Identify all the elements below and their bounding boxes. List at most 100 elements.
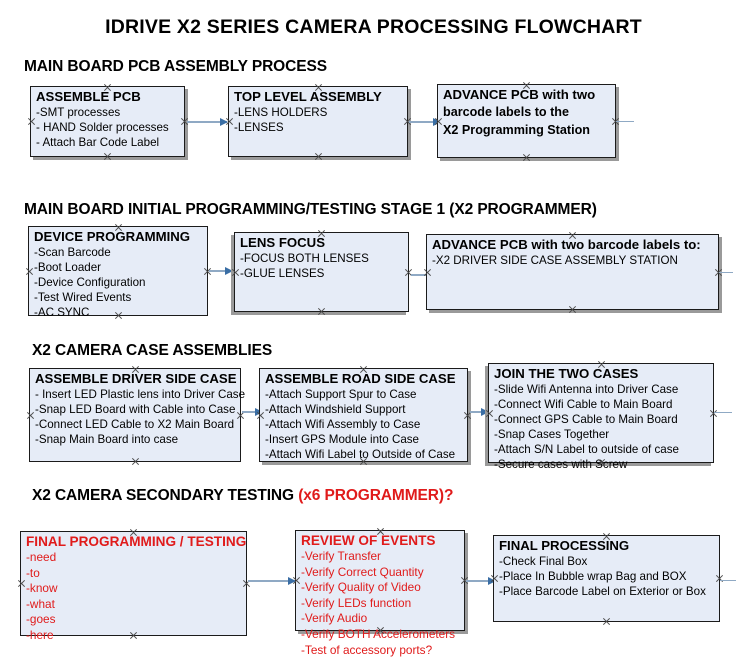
process-box-advance-pcb-to-driver-side-case-station[interactable]: ADVANCE PCB with two barcode labels to: … <box>426 234 719 310</box>
process-box-line: -goes <box>26 612 56 627</box>
process-box-line: -Slide Wifi Antenna into Driver Case <box>494 383 679 396</box>
process-box-content: DEVICE PROGRAMMING -Scan Barcode -Boot L… <box>34 229 205 320</box>
process-box-line: -LENS HOLDERS <box>234 106 328 119</box>
process-box-line: -Attach S/N Label to outside of case <box>494 443 679 456</box>
process-box-final-programming-testing[interactable]: FINAL PROGRAMMING / TESTING -need -to -k… <box>17 531 247 642</box>
process-box-line: -Verify Quality of Video <box>301 580 421 595</box>
connector-stub-row4 <box>720 580 736 582</box>
process-box-line: -Check Final Box <box>499 555 588 568</box>
process-box-line: barcode labels to the <box>443 105 569 119</box>
process-box-line: -Scan Barcode <box>34 246 111 259</box>
process-box-line: -Attach Wifi Assembly to Case <box>265 418 421 431</box>
process-box-content: ADVANCE PCB with two barcode labels to t… <box>443 87 613 139</box>
process-box-content: LENS FOCUS -FOCUS BOTH LENSES -GLUE LENS… <box>240 235 406 281</box>
process-box-line: -Attach Windshield Support <box>265 403 406 416</box>
process-box-line: -Verify Audio <box>301 611 368 626</box>
process-box-title: ADVANCE PCB with two barcode labels to: <box>432 237 701 252</box>
section-header-x2-camera-secondary-testing: X2 CAMERA SECONDARY TESTING (x6 PROGRAMM… <box>32 487 453 505</box>
connector-handle-left[interactable] <box>27 117 36 126</box>
process-box-content: ASSEMBLE ROAD SIDE CASE -Attach Support … <box>265 371 465 462</box>
process-box-line: -Snap Main Board into case <box>35 433 179 446</box>
process-box-line: -here <box>26 627 54 642</box>
section-header-text: MAIN BOARD PCB ASSEMBLY PROCESS <box>24 58 327 75</box>
process-box-line: -Place In Bubble wrap Bag and BOX <box>499 570 687 583</box>
process-box-line: -Connect LED Cable to X2 Main Board <box>35 418 235 431</box>
process-box-review-of-events[interactable]: REVIEW OF EVENTS -Verify Transfer -Verif… <box>295 530 465 657</box>
process-box-line: -need <box>26 550 57 564</box>
process-box-line: - Attach Bar Code Label <box>36 136 160 149</box>
process-box-title: REVIEW OF EVENTS <box>301 533 436 548</box>
process-box-line: -Verify BOTH Accelerometers <box>301 626 456 641</box>
process-box-title: LENS FOCUS <box>240 235 325 250</box>
connector-handle-bottom[interactable] <box>314 152 323 161</box>
connector-handle-bottom[interactable] <box>522 153 531 162</box>
connector-handle-bottom[interactable] <box>568 305 577 314</box>
process-box-join-the-two-cases[interactable]: JOIN THE TWO CASES -Slide Wifi Antenna i… <box>488 363 714 471</box>
section-header-text: MAIN BOARD INITIAL PROGRAMMING/TESTING S… <box>24 201 597 218</box>
process-box-line: -Insert GPS Module into Case <box>265 433 420 446</box>
process-box-top-level-assembly[interactable]: TOP LEVEL ASSEMBLY -LENS HOLDERS -LENSES <box>228 86 408 157</box>
arrow-assemble-pcb-to-top-level-assembly <box>187 117 228 126</box>
process-box-line: -Snap LED Board with Cable into Case <box>35 403 236 416</box>
process-box-content: FINAL PROGRAMMING / TESTING -need -to -k… <box>26 534 247 644</box>
connector-handle-left[interactable] <box>26 411 35 420</box>
process-box-line: -Device Configuration <box>34 276 146 289</box>
process-box-content: TOP LEVEL ASSEMBLY -LENS HOLDERS -LENSES <box>234 89 405 135</box>
process-box-advance-pcb-to-x2-programming-station[interactable]: ADVANCE PCB with two barcode labels to t… <box>437 84 616 158</box>
process-box-line: -AC SYNC <box>34 306 90 319</box>
section-header-x2-camera-case-assemblies: X2 CAMERA CASE ASSEMBLIES <box>32 342 272 360</box>
arrow-device-programming-to-lens-focus <box>209 266 233 275</box>
process-box-line: -Connect GPS Cable to Main Board <box>494 413 678 426</box>
process-box-content: JOIN THE TWO CASES -Slide Wifi Antenna i… <box>494 366 711 472</box>
process-box-line: -Verify Transfer <box>301 549 381 563</box>
process-box-line: -Attach Support Spur to Case <box>265 388 417 401</box>
process-box-line: -FOCUS BOTH LENSES <box>240 252 369 265</box>
process-box-line: -SMT processes <box>36 106 121 119</box>
process-box-title: FINAL PROCESSING <box>499 538 630 553</box>
process-box-line: -Verify LEDs function <box>301 595 412 610</box>
process-box-device-programming[interactable]: DEVICE PROGRAMMING -Scan Barcode -Boot L… <box>25 226 208 319</box>
connector-handle-bottom[interactable] <box>602 617 611 626</box>
process-box-content: REVIEW OF EVENTS -Verify Transfer -Verif… <box>301 533 462 658</box>
section-header-text: X2 CAMERA CASE ASSEMBLIES <box>32 342 273 359</box>
section-header-text: X2 CAMERA SECONDARY TESTING <box>32 487 299 504</box>
process-box-title: ADVANCE PCB with two <box>443 87 596 102</box>
arrow-top-level-assembly-to-advance-pcb <box>409 117 441 126</box>
process-box-content: FINAL PROCESSING -Check Final Box -Place… <box>499 538 717 599</box>
process-box-lens-focus[interactable]: LENS FOCUS -FOCUS BOTH LENSES -GLUE LENS… <box>234 232 409 312</box>
process-box-assemble-pcb[interactable]: ASSEMBLE PCB -SMT processes - HAND Solde… <box>30 86 185 157</box>
process-box-final-processing[interactable]: FINAL PROCESSING -Check Final Box -Place… <box>493 535 720 622</box>
section-header-main-board-initial-programming: MAIN BOARD INITIAL PROGRAMMING/TESTING S… <box>24 201 597 219</box>
connector-handle-left[interactable] <box>17 579 26 588</box>
process-box-assemble-road-side-case[interactable]: ASSEMBLE ROAD SIDE CASE -Attach Support … <box>259 368 468 462</box>
arrow-road-side-to-join-cases <box>470 407 489 416</box>
process-box-line: X2 Programming Station <box>443 123 590 137</box>
connector-stub-row1 <box>616 121 634 123</box>
connector-handle-left[interactable] <box>25 267 34 276</box>
process-box-line: -Verify Correct Quantity <box>301 564 424 579</box>
process-box-content: ASSEMBLE PCB -SMT processes - HAND Solde… <box>36 89 182 150</box>
process-box-content: ADVANCE PCB with two barcode labels to: … <box>432 237 716 268</box>
process-box-line: -X2 DRIVER SIDE CASE ASSEMBLY STATION <box>432 254 678 267</box>
connector-handle-bottom[interactable] <box>317 307 326 316</box>
process-box-line: -Attach Wifi Label to Outside of Case <box>265 448 456 461</box>
connector-handle-bottom[interactable] <box>131 457 140 466</box>
process-box-line-overflow: -Test of accessory ports? <box>301 642 433 657</box>
process-box-title: ASSEMBLE DRIVER SIDE CASE <box>35 371 237 386</box>
arrow-final-programming-to-review-of-events <box>248 576 296 585</box>
process-box-line: -Test Wired Events <box>34 291 132 304</box>
process-box-line: -what <box>26 596 55 611</box>
process-box-line: - HAND Solder processes <box>36 121 169 134</box>
process-box-line: -LENSES <box>234 121 284 134</box>
connector-handle-bottom[interactable] <box>103 152 112 161</box>
process-box-line: -know <box>26 581 58 596</box>
process-box-title: FINAL PROGRAMMING / TESTING <box>26 534 247 549</box>
process-box-content: ASSEMBLE DRIVER SIDE CASE - Insert LED P… <box>35 371 245 447</box>
process-box-line: -Snap Cases Together <box>494 428 610 441</box>
process-box-title: ASSEMBLE ROAD SIDE CASE <box>265 371 456 386</box>
process-box-line: -GLUE LENSES <box>240 267 325 280</box>
process-box-line: -Boot Loader <box>34 261 102 274</box>
connector-stub-row2 <box>719 272 733 274</box>
process-box-assemble-driver-side-case[interactable]: ASSEMBLE DRIVER SIDE CASE - Insert LED P… <box>26 368 245 462</box>
